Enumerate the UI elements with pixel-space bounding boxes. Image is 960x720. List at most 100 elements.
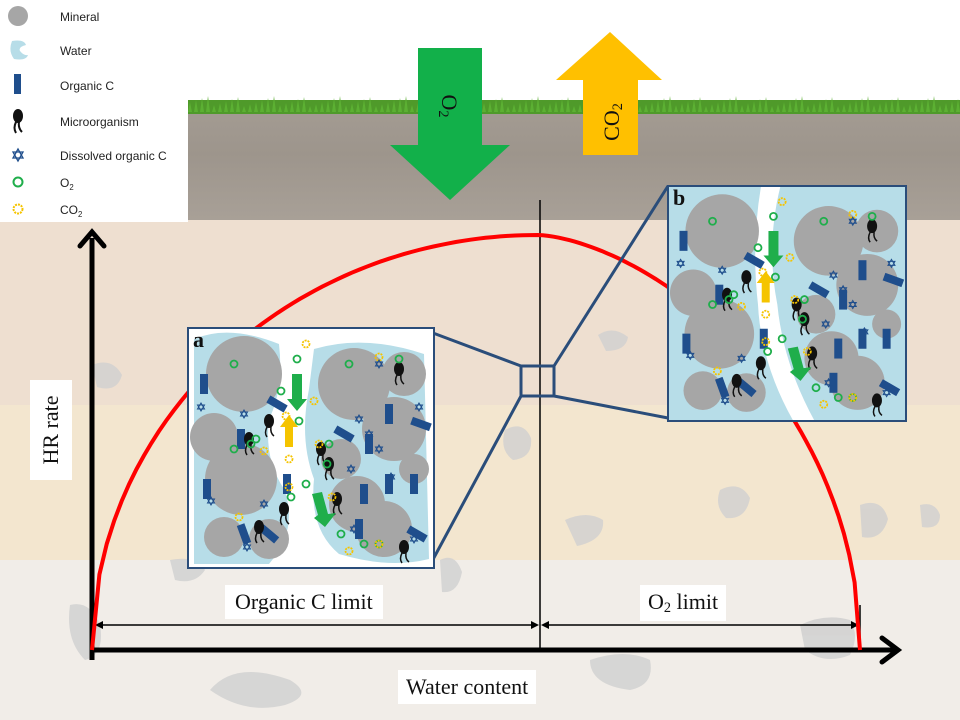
co2-molecule	[848, 393, 858, 402]
microorganism	[731, 373, 742, 388]
microorganism	[799, 312, 810, 327]
o2-molecule	[724, 295, 734, 304]
organic-c-particle	[266, 395, 288, 413]
dissolved-organic-c	[720, 395, 730, 406]
o2-molecule	[867, 211, 877, 221]
co2-molecule	[819, 399, 829, 409]
co2-molecule	[284, 482, 294, 492]
co2-molecule	[785, 253, 795, 262]
microorganism	[722, 287, 733, 302]
inset-a-low-water: a	[187, 327, 435, 569]
organic-c-particle	[355, 519, 363, 539]
co2-molecule	[374, 352, 384, 362]
inset-a-pore-diagram	[190, 332, 432, 564]
x-axis-arrowhead	[879, 635, 903, 665]
o2-limit-arrow	[541, 621, 859, 629]
organic-c-particle	[365, 434, 373, 454]
co2-molecule	[777, 197, 787, 207]
organic-c-particle	[808, 281, 830, 299]
dissolved-organic-c	[259, 499, 269, 509]
zoom-box	[519, 364, 556, 398]
co2-molecule	[284, 454, 294, 464]
legend-label-doc: Dissolved organic C	[60, 149, 167, 163]
o2-molecule	[229, 359, 239, 369]
dissolved-organic-c	[196, 402, 206, 412]
organic-c-limit-arrow	[95, 621, 539, 629]
dissolved-organic-c	[737, 353, 746, 364]
microorganism	[867, 219, 878, 234]
co2-icon	[12, 203, 24, 215]
o2-molecule	[286, 492, 296, 502]
legend-label-organic-c: Organic C	[60, 79, 115, 93]
microorganism	[399, 540, 409, 554]
organic-c-particle	[410, 416, 432, 432]
organic-c-particle	[406, 525, 428, 543]
co2-molecule	[344, 546, 354, 556]
o2-molecule	[811, 383, 821, 393]
organic-c-particle	[759, 328, 768, 349]
microorganism	[394, 362, 404, 376]
o2-molecule	[246, 439, 256, 449]
dissolved-organic-c	[239, 409, 249, 419]
microorganism-tail	[732, 386, 743, 398]
legend-label-mineral: Mineral	[60, 10, 100, 24]
organic-c-particle	[385, 474, 393, 494]
mineral-particle	[362, 397, 426, 461]
dissolved-organic-c	[821, 319, 831, 330]
organic-c-particle	[882, 272, 905, 288]
o2-molecule	[344, 359, 354, 369]
microorganism-tail	[244, 444, 255, 456]
co2-molecule	[327, 492, 337, 502]
organic-c-limit-label: Organic C limit	[225, 585, 383, 619]
o2-molecule	[800, 295, 809, 304]
organic-c-particle	[236, 523, 252, 545]
inset-b-label: b	[673, 185, 686, 210]
organic-c-icon	[14, 74, 21, 94]
dissolved-organic-c	[349, 524, 359, 534]
dissolved-organic-c	[409, 534, 419, 544]
o2-molecule	[251, 434, 261, 444]
y-axis-arrowhead	[77, 228, 107, 249]
o2-molecule	[729, 290, 739, 300]
organic-c-particle	[682, 333, 691, 354]
dissolved-organic-c	[242, 542, 252, 552]
organic-c-particle	[829, 372, 838, 393]
co2-molecule	[374, 539, 384, 549]
microorganism	[741, 270, 752, 285]
microorganism	[791, 297, 802, 312]
o2-flux-arrow-down	[287, 374, 307, 411]
organic-c-particle	[882, 328, 891, 349]
microorganism	[244, 432, 254, 446]
co2-up-arrow	[556, 32, 662, 155]
o2-icon	[12, 176, 24, 188]
dissolved-organic-c	[860, 326, 869, 337]
microorganism-tail	[867, 231, 878, 243]
dissolved-organic-c	[414, 402, 424, 412]
inset-b-pore-diagram	[669, 187, 905, 420]
microorganism	[332, 492, 342, 506]
o2-molecule	[777, 334, 787, 344]
mineral-particle	[206, 336, 282, 412]
dissolved-organic-c	[848, 299, 858, 310]
legend-label-o2: O2	[60, 176, 74, 192]
dissolved-organic-c	[838, 284, 848, 295]
mineral-particle	[318, 348, 390, 420]
co2-flux-arrow-up	[280, 415, 298, 447]
o2-arrow-label: O2	[435, 94, 462, 118]
dissolved-organic-c	[882, 387, 891, 398]
o2-molecule	[769, 211, 778, 221]
co2-molecule	[848, 210, 858, 219]
dissolved-organic-c	[206, 496, 216, 506]
mineral-particle	[830, 355, 885, 410]
co2-molecule	[314, 439, 324, 449]
organic-c-particle	[410, 474, 418, 494]
microorganism	[807, 346, 818, 361]
legend-label-microorganism: Microorganism	[60, 115, 139, 129]
o2-molecule	[324, 439, 334, 449]
co2-molecule	[712, 366, 722, 376]
microorganism	[316, 442, 326, 456]
o2-molecule	[753, 243, 763, 253]
dissolved-organic-c	[374, 444, 384, 454]
dissolved-organic-c	[386, 472, 396, 482]
water-icon	[10, 40, 28, 60]
